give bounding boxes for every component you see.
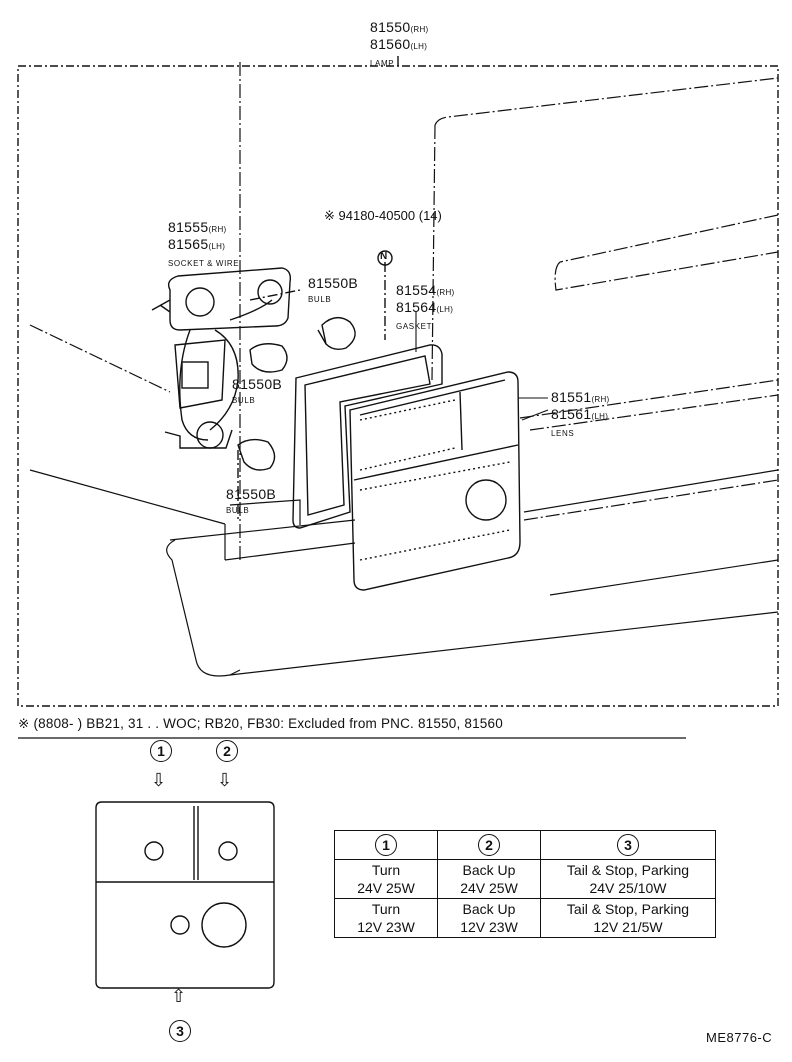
socket-lh-tag: (LH) <box>208 242 226 251</box>
leader-lines <box>415 312 549 421</box>
socket-lh-number: 81565 <box>168 236 209 252</box>
socket-wire-harness <box>151 267 301 449</box>
table-header-cell: 3 <box>540 830 716 860</box>
table-header-cell: 1 <box>334 830 438 860</box>
bulb-mid-caption: BULB <box>232 396 256 405</box>
lamp-rh-tag: (RH) <box>410 25 429 34</box>
gasket-drawing <box>292 262 443 529</box>
table-cell: Turn 12V 23W <box>334 898 438 938</box>
vehicle-body-outline <box>29 62 779 677</box>
gasket-callout: 81554(RH) 81564(LH) GASKET <box>396 283 455 331</box>
cell-function: Back Up <box>462 862 516 878</box>
gasket-rh-number: 81554 <box>396 282 437 298</box>
table-row: Turn 24V 25W Back Up 24V 25W Tail & Stop, … <box>334 859 716 899</box>
cell-function: Turn <box>371 901 401 917</box>
screw-callout: ※ 94180-40500 (14) <box>324 208 442 223</box>
cell-function: Tail & Stop, Parking <box>566 901 690 917</box>
lens-drawing <box>349 371 521 591</box>
bulb-mid-callout: 81550B BULB <box>232 377 282 405</box>
table-cell: Tail & Stop, Parking 24V 25/10W <box>540 859 716 899</box>
bulb-top-callout: 81550B BULB <box>308 276 358 304</box>
table-row: Turn 12V 23W Back Up 12V 23W Tail & Stop, … <box>334 898 716 938</box>
lens-lh-number: 81561 <box>551 406 592 422</box>
socket-rh-tag: (RH) <box>208 225 227 234</box>
marker-2: 2 <box>216 740 238 762</box>
lens-rh-number: 81551 <box>551 389 592 405</box>
bulb-mid-number: 81550B <box>232 376 283 392</box>
arrow-down-2-icon: ⇩ <box>217 770 233 790</box>
cell-rating: 24V 25/10W <box>589 880 667 896</box>
arrow-up-3-icon: ⇧ <box>171 986 187 1006</box>
lamp-assembly-frame <box>17 65 779 707</box>
lens-caption: LENS <box>551 429 575 438</box>
table-cell: Back Up 12V 23W <box>437 898 541 938</box>
bulb-low-caption: BULB <box>226 506 250 515</box>
socket-caption: SOCKET & WIRE <box>168 259 240 268</box>
table-cell: Back Up 24V 25W <box>437 859 541 899</box>
lamp-caption: LAMP <box>370 59 395 68</box>
socket-callout: 81555(RH) 81565(LH) SOCKET & WIRE <box>168 220 239 268</box>
gasket-rh-tag: (RH) <box>436 288 455 297</box>
header-marker-2: 2 <box>478 834 500 856</box>
gasket-lh-tag: (LH) <box>436 305 454 314</box>
table-header-row: 1 2 3 <box>334 830 716 860</box>
lens-callout: 81551(RH) 81561(LH) LENS <box>551 390 610 438</box>
lamp-lh-tag: (LH) <box>410 42 428 51</box>
bulb-low-callout: 81550B BULB <box>226 487 276 515</box>
bulb-top-number: 81550B <box>308 275 359 291</box>
lamp-rh-number: 81550 <box>370 19 411 35</box>
gasket-lh-number: 81564 <box>396 299 437 315</box>
bulb-low-number: 81550B <box>226 486 277 502</box>
marker-1: 1 <box>150 740 172 762</box>
cell-rating: 24V 25W <box>460 880 518 896</box>
lamp-callout: 81550(RH) 81560(LH) LAMP <box>370 20 429 68</box>
screw-symbol-letter: N <box>380 251 388 262</box>
table-cell: Turn 24V 25W <box>334 859 438 899</box>
bulb-mid-drawing <box>249 343 288 373</box>
drawing-code: ME8776-C <box>706 1030 773 1045</box>
lens-rh-tag: (RH) <box>591 395 610 404</box>
table-cell: Tail & Stop, Parking 12V 21/5W <box>540 898 716 938</box>
header-marker-3: 3 <box>617 834 639 856</box>
cell-function: Turn <box>371 862 401 878</box>
cell-function: Tail & Stop, Parking <box>566 862 690 878</box>
bulb-low-drawing <box>237 438 276 520</box>
arrow-down-1-icon: ⇩ <box>151 770 167 790</box>
lamp-lh-number: 81560 <box>370 36 411 52</box>
socket-rh-number: 81555 <box>168 219 209 235</box>
bulb-top-caption: BULB <box>308 295 332 304</box>
bulb-spec-table: 1 2 3 Turn 24V 25W Back Up 24V 25W Tail & … <box>334 830 716 938</box>
gasket-caption: GASKET <box>396 322 433 331</box>
cell-rating: 12V 21/5W <box>593 919 663 935</box>
lens-lh-tag: (LH) <box>591 412 609 421</box>
header-marker-1: 1 <box>375 834 397 856</box>
cell-rating: 12V 23W <box>357 919 415 935</box>
bulb-top-drawing <box>317 317 356 351</box>
cell-function: Back Up <box>462 901 516 917</box>
cell-rating: 12V 23W <box>460 919 518 935</box>
cell-rating: 24V 25W <box>357 880 415 896</box>
table-header-cell: 2 <box>437 830 541 860</box>
applicability-footnote: ※ (8808- ) BB21, 31 . . WOC; RB20, FB30:… <box>18 716 503 731</box>
screw-symbol-circle <box>377 250 393 266</box>
lens-key-drawing <box>95 801 275 989</box>
marker-3: 3 <box>169 1020 191 1042</box>
